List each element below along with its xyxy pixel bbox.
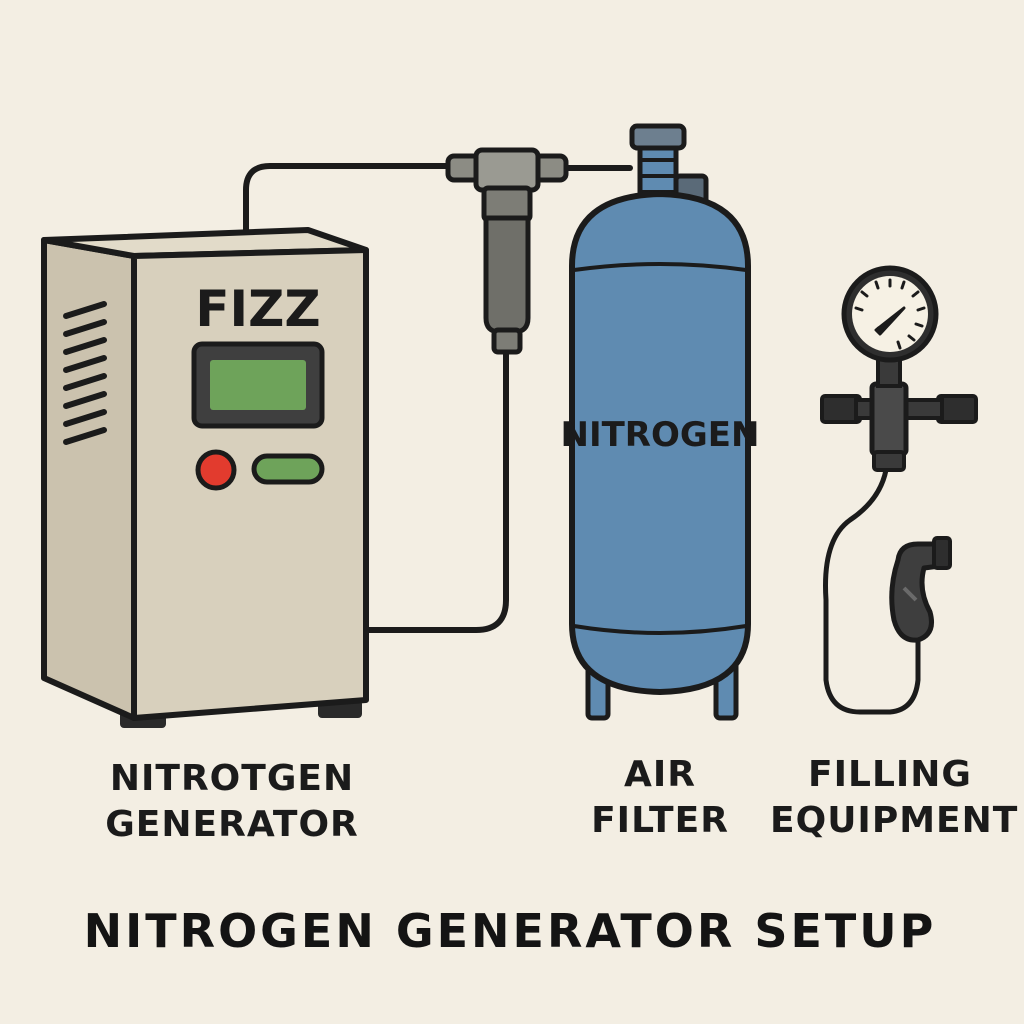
filling-label: FILLING EQUIPMENT [770,752,1019,844]
filling-label-line2: EQUIPMENT [770,800,1019,841]
hose-gauge-to-nozzle [823,467,921,715]
generator-label-line2: GENERATOR [105,804,359,845]
tank-label: NITROGEN [561,415,760,455]
filling-nozzle-icon [889,536,952,643]
generator-green-button [251,453,325,485]
hose-lines [243,163,921,715]
generator-label: NITROTGEN GENERATOR [92,756,372,848]
air-filter-icon [445,147,569,355]
generator-brand: FIZZ [195,280,320,338]
vent-slots [63,301,107,445]
nitrogen-generator-icon [41,227,369,728]
diagram-title: NITROGEN GENERATOR SETUP [83,904,937,958]
filter-label-line2: FILTER [591,800,729,841]
nitrogen-tank-icon: NITROGEN [561,123,760,721]
filter-label: AIR FILTER [570,752,750,844]
generator-label-line1: NITROTGEN [109,758,355,799]
generator-red-button [195,449,237,491]
pressure-gauge-icon [820,265,978,472]
filling-label-line1: FILLING [808,754,972,795]
filter-label-line1: AIR [624,754,696,795]
hose-generator-to-filter [243,163,455,239]
hose-filter-to-generator [365,349,509,633]
